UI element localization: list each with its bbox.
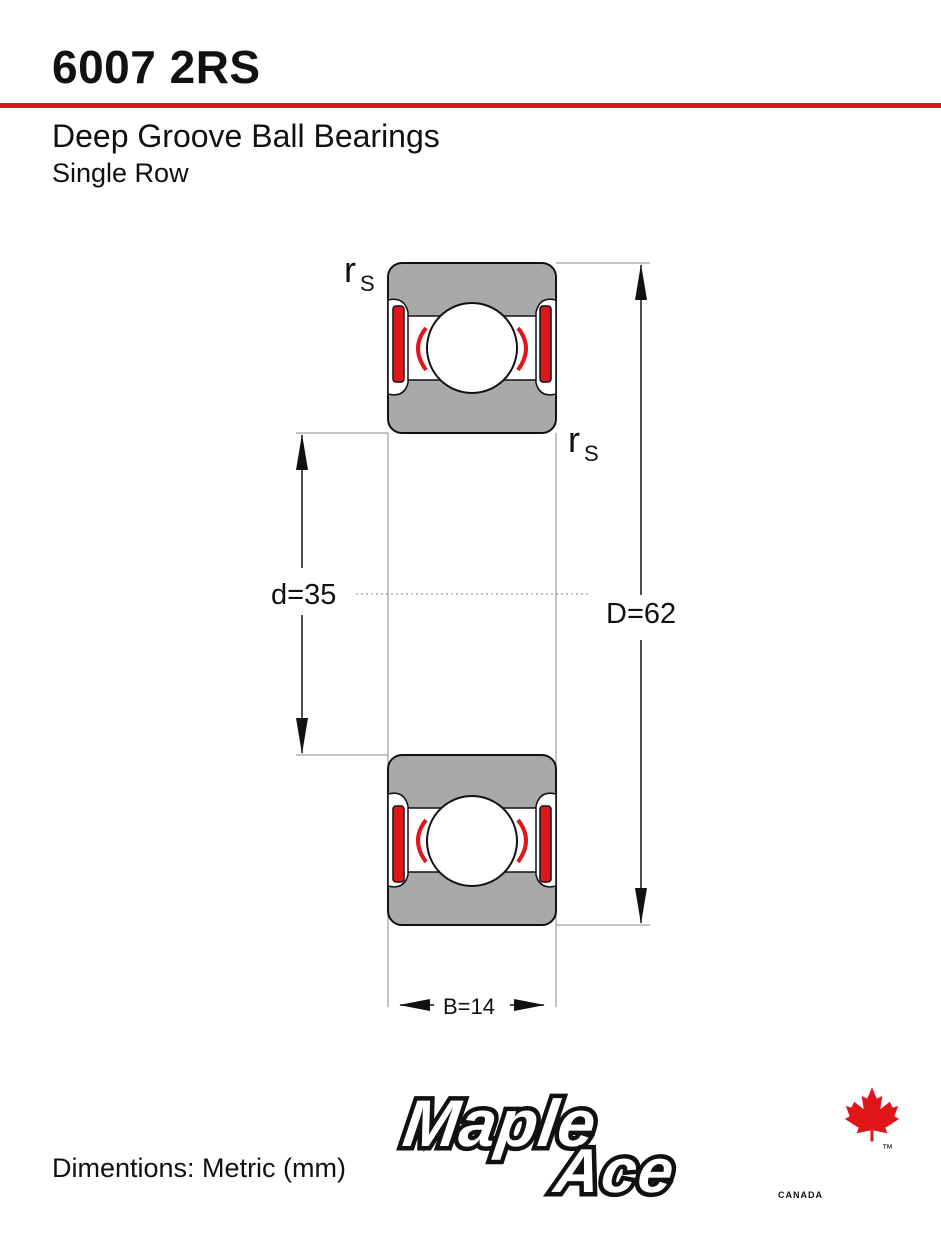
logo-country: CANADA	[778, 1190, 823, 1200]
seal-left-bottom	[392, 805, 405, 883]
outer-diameter-label: D=62	[606, 598, 676, 630]
maple-ace-logo: Maple Ace CANADA ™	[394, 1083, 901, 1210]
radius-label-bottom-sub: S	[584, 441, 599, 466]
ball-top	[426, 302, 518, 394]
outer-diameter-dimension	[635, 264, 647, 924]
inner-diameter-arrow-bottom	[296, 718, 308, 754]
outer-diameter-arrow-top	[635, 264, 647, 300]
outer-diameter-arrow-bottom	[635, 888, 647, 924]
logo-line1: Maple	[399, 1087, 601, 1161]
extension-lines	[296, 262, 650, 1007]
radius-label-bottom-main: r	[568, 419, 580, 460]
cage-left-top	[416, 326, 428, 372]
bearing-section-bottom	[387, 754, 557, 926]
radius-label-top: r S	[344, 249, 375, 296]
cage-left-bottom	[416, 818, 428, 864]
radius-label-top-sub: S	[360, 271, 375, 296]
bearing-section-top	[387, 262, 557, 434]
inner-diameter-arrow-top	[296, 434, 308, 470]
width-dimension	[399, 999, 545, 1011]
units-note: Dimentions: Metric (mm)	[52, 1153, 347, 1183]
page-subsubtitle: Single Row	[52, 158, 189, 188]
inner-diameter-label: d=35	[271, 579, 336, 611]
inner-diameter-dimension	[296, 434, 308, 754]
cage-right-bottom	[516, 818, 528, 864]
header-rule	[0, 103, 941, 108]
page-title: 6007 2RS	[52, 41, 261, 93]
maple-leaf-icon	[843, 1084, 901, 1143]
width-arrow-left	[399, 999, 430, 1011]
seal-left-top	[392, 305, 405, 383]
logo-trademark: ™	[882, 1143, 893, 1155]
cage-right-top	[516, 326, 528, 372]
ball-bottom	[426, 795, 518, 887]
seal-right-bottom	[539, 805, 552, 883]
width-arrow-right	[514, 999, 545, 1011]
radius-label-top-main: r	[344, 249, 356, 290]
radius-label-bottom: r S	[568, 419, 599, 466]
width-label: B=14	[443, 994, 495, 1019]
page-subtitle: Deep Groove Ball Bearings	[52, 118, 440, 154]
seal-right-top	[539, 305, 552, 383]
logo-line2: Ace	[549, 1137, 680, 1206]
